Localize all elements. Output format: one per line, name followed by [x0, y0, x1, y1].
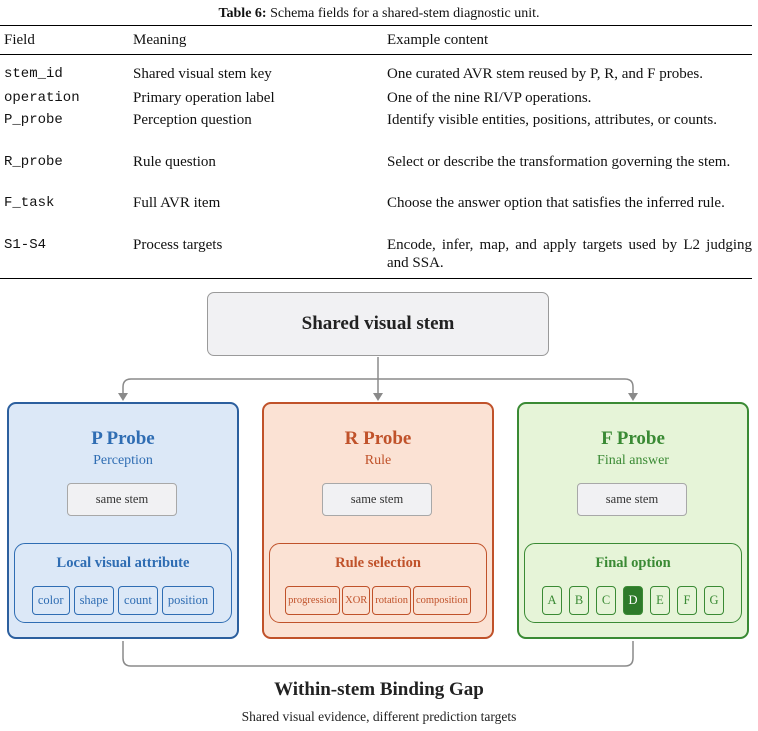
p-probe-title: P Probe [91, 428, 155, 449]
p-chip-row: color shape count position [15, 586, 231, 615]
arrow-to-f-probe [628, 393, 638, 401]
p-inner-title: Local visual attribute [56, 555, 190, 571]
table-caption-label: Table 6: [218, 6, 267, 21]
row-f-task-field: F_task [4, 195, 55, 211]
row-stem-id-example: One curated AVR stem reused by P, R, and… [387, 66, 703, 82]
row-s1-s4-meaning: Process targets [133, 237, 223, 253]
f-probe-panel: F Probe Final answer same stem Final opt… [517, 402, 749, 639]
row-operation-meaning: Primary operation label [133, 90, 275, 106]
chip-position: position [161, 586, 215, 615]
row-s1-s4-example: Encode, infer, map, and apply targets us… [387, 237, 752, 271]
row-p-probe-example: Identify visible entities, positions, at… [387, 112, 717, 128]
table-caption-text: Schema fields for a shared-stem diagnost… [266, 6, 540, 21]
table-header-rule [0, 54, 752, 55]
option-f: F [677, 586, 697, 615]
chip-progression: progression [285, 586, 341, 615]
r-probe-subtitle: Rule [364, 453, 392, 468]
chip-xor: XOR [342, 586, 371, 615]
option-b: B [569, 586, 589, 615]
chip-shape: shape [73, 586, 115, 615]
option-d-selected: D [623, 586, 643, 615]
row-operation-field: operation [4, 90, 80, 106]
row-r-probe-field: R_probe [4, 154, 63, 170]
option-a: A [542, 586, 562, 615]
header-example: Example content [387, 32, 489, 48]
chip-composition: composition [412, 586, 471, 615]
r-probe-panel: R Probe Rule same stem Rule selection pr… [262, 402, 494, 639]
row-f-task-example: Choose the answer option that satisfies … [387, 195, 725, 211]
f-chip-row: A B C D E F G [525, 586, 741, 615]
f-probe-subtitle: Final answer [597, 453, 669, 468]
f-same-stem-box: same stem [577, 483, 687, 516]
row-stem-id-meaning: Shared visual stem key [133, 66, 272, 82]
r-inner-title: Rule selection [335, 555, 421, 571]
row-r-probe-meaning: Rule question [133, 154, 216, 170]
option-e: E [650, 586, 670, 615]
header-field: Field [4, 32, 35, 48]
r-probe-title: R Probe [344, 428, 412, 449]
chip-color: color [31, 586, 70, 615]
chip-count: count [118, 586, 158, 615]
option-g: G [704, 586, 724, 615]
row-f-task-meaning: Full AVR item [133, 195, 221, 211]
shared-visual-stem-box: Shared visual stem [207, 292, 549, 356]
row-s1-s4-field: S1-S4 [4, 237, 47, 253]
row-r-probe-example: Select or describe the transformation go… [387, 154, 731, 170]
arrow-to-p-probe [118, 393, 128, 401]
p-same-stem-box: same stem [67, 483, 177, 516]
binding-gap-bracket [122, 641, 634, 667]
arrow-to-r-probe [373, 393, 383, 401]
p-probe-subtitle: Perception [93, 453, 153, 468]
r-chip-row: progression XOR rotation composition [270, 586, 486, 615]
row-p-probe-meaning: Perception question [133, 112, 252, 128]
option-c: C [596, 586, 616, 615]
chip-rotation: rotation [372, 586, 411, 615]
r-inner-box: Rule selection progression XOR rotation … [269, 543, 487, 623]
row-stem-id-field: stem_id [4, 66, 63, 82]
table-bottom-rule [0, 278, 752, 280]
table-top-rule [0, 25, 752, 27]
f-inner-box: Final option A B C D E F G [524, 543, 742, 623]
table-caption: Table 6: Schema fields for a shared-stem… [0, 6, 758, 22]
row-p-probe-field: P_probe [4, 112, 63, 128]
p-inner-box: Local visual attribute color shape count… [14, 543, 232, 623]
f-probe-title: F Probe [601, 428, 665, 449]
p-probe-panel: P Probe Perception same stem Local visua… [7, 402, 239, 639]
row-operation-example: One of the nine RI/VP operations. [387, 90, 592, 106]
f-inner-title: Final option [595, 555, 671, 571]
r-same-stem-box: same stem [322, 483, 432, 516]
binding-gap-subtitle: Shared visual evidence, different predic… [241, 709, 517, 724]
binding-gap-title: Within-stem Binding Gap [274, 679, 484, 700]
header-meaning: Meaning [133, 32, 187, 48]
